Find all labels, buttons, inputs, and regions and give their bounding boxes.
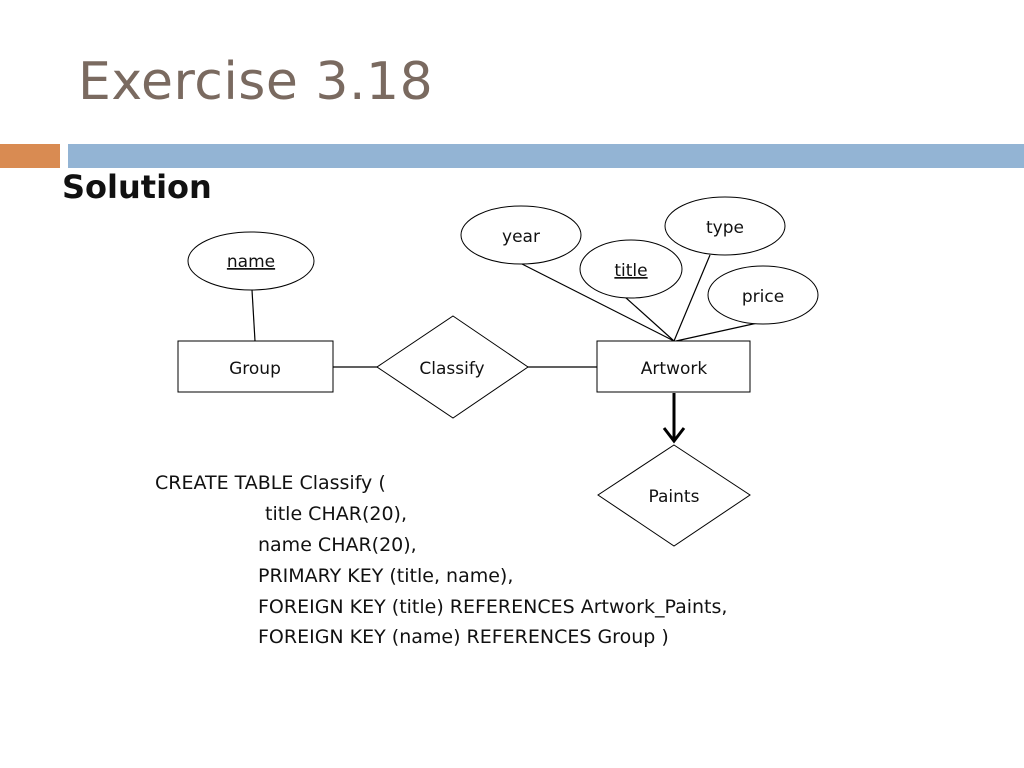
attribute-price: price (707, 265, 819, 325)
attribute-title: title (579, 239, 683, 299)
sql-line: FOREIGN KEY (title) REFERENCES Artwork_P… (258, 596, 728, 618)
attribute-title-label: title (614, 261, 647, 281)
attribute-year-label: year (502, 227, 540, 247)
sql-line: CREATE TABLE Classify ( (155, 472, 386, 494)
edge-price-artwork (675, 321, 763, 342)
attribute-type: type (664, 196, 786, 256)
attribute-name-label: name (227, 252, 275, 272)
edge-year-artwork (519, 262, 675, 342)
edge-name-group (251, 289, 256, 342)
relationship-paints: Paints (597, 444, 751, 547)
relationship-classify: Classify (376, 315, 529, 419)
entity-artwork-label: Artwork (641, 359, 708, 379)
attribute-price-label: price (742, 287, 784, 307)
relationship-classify-label: Classify (419, 359, 484, 379)
edge-type-artwork (673, 254, 711, 342)
sql-line: title CHAR(20), (265, 503, 407, 525)
entity-group-label: Group (229, 359, 281, 379)
sql-line: FOREIGN KEY (name) REFERENCES Group ) (258, 626, 669, 648)
attribute-name: name (187, 231, 315, 291)
relationship-paints-label: Paints (649, 487, 700, 507)
slide-subtitle: Solution (62, 168, 212, 206)
arrowhead-icon (662, 427, 686, 444)
entity-artwork: Artwork (596, 340, 751, 393)
attribute-type-label: type (706, 218, 744, 238)
slide-title: Exercise 3.18 (78, 52, 434, 112)
edge-title-artwork (624, 296, 675, 342)
attribute-year: year (460, 205, 582, 265)
accent-bar-orange (0, 144, 60, 168)
sql-line: name CHAR(20), (258, 534, 417, 556)
accent-bar-blue (68, 144, 1024, 168)
sql-line: PRIMARY KEY (title, name), (258, 565, 514, 587)
entity-group: Group (177, 340, 334, 393)
